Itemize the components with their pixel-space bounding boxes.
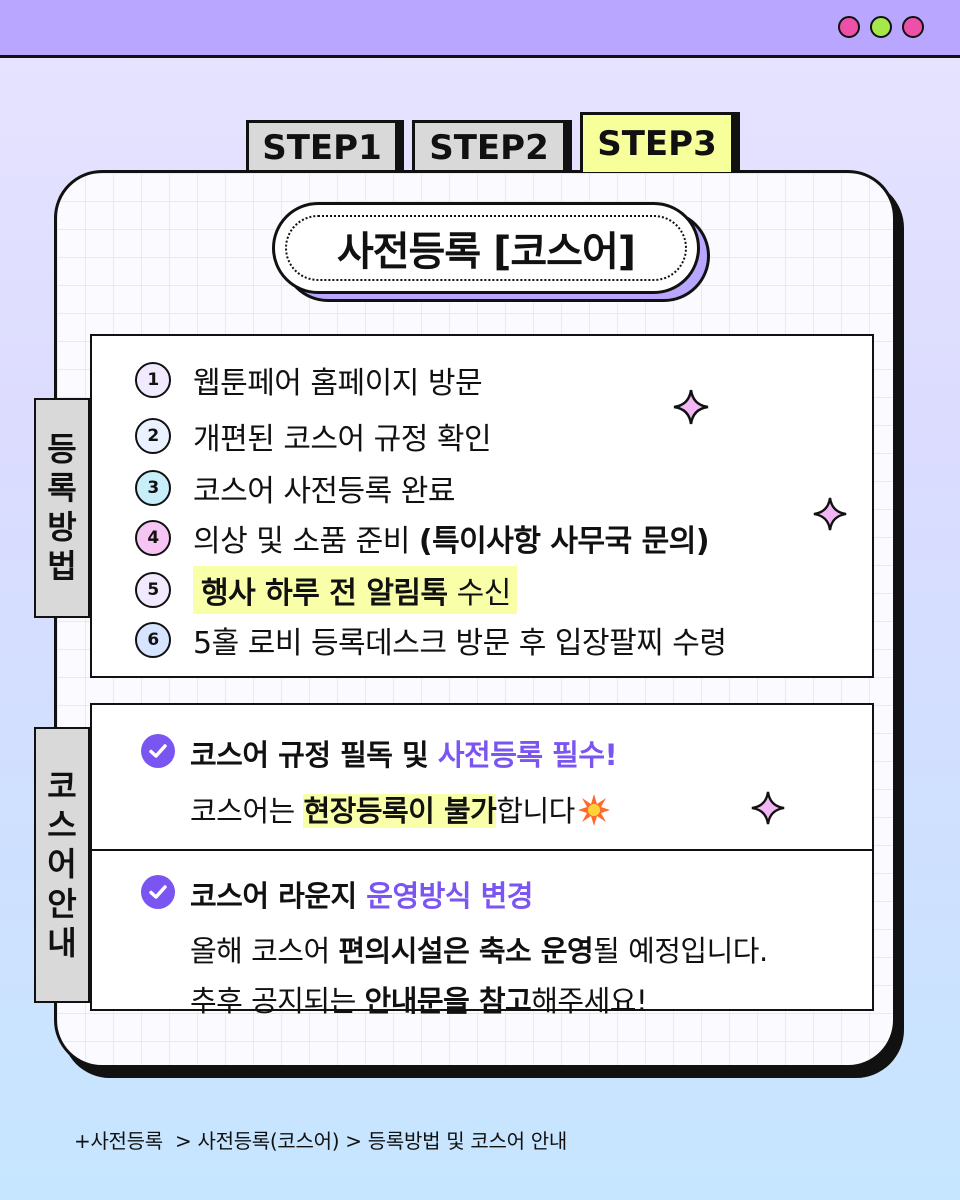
notice2-line2: 추후 공지되는 안내문을 참고해주세요! bbox=[190, 978, 648, 1020]
tab-step2[interactable]: STEP2 bbox=[412, 120, 566, 172]
title-pill: 사전등록 [코스어] bbox=[272, 202, 700, 294]
side-label-char: 록 bbox=[47, 468, 77, 507]
cosplayer-info-box bbox=[90, 703, 874, 1011]
heading-accent: 사전등록 필수! bbox=[437, 738, 618, 772]
divider bbox=[92, 849, 872, 851]
step-text: 웹툰페어 홈페이지 방문 bbox=[193, 366, 483, 401]
body-bold: 안내문을 참고 bbox=[364, 984, 532, 1018]
step-number: 1 bbox=[135, 362, 171, 398]
window-dot-icon[interactable] bbox=[902, 16, 924, 38]
body-text: 추후 공지되는 bbox=[190, 984, 365, 1018]
window-dot-icon[interactable] bbox=[870, 16, 892, 38]
step-text: 개편된 코스어 규정 확인 bbox=[193, 422, 492, 457]
step-text: 5홀 로비 등록데스크 방문 후 입장팔찌 수령 bbox=[193, 626, 727, 661]
body-text: 올해 코스어 bbox=[190, 934, 339, 968]
body-text: 코스어는 bbox=[190, 794, 304, 828]
step-text: 의상 및 소품 준비 bbox=[193, 524, 419, 559]
sparkle-icon bbox=[813, 497, 847, 531]
notice1-heading: 코스어 규정 필독 및 사전등록 필수! bbox=[190, 732, 618, 774]
breadcrumb: +사전등록 > 사전등록(코스어) > 등록방법 및 코스어 안내 bbox=[74, 1129, 567, 1153]
body-text: 해주세요! bbox=[531, 984, 648, 1018]
side-label-char: 어 bbox=[47, 845, 77, 884]
step-text: 코스어 사전등록 완료 bbox=[193, 474, 455, 509]
heading-text: 코스어 라운지 bbox=[190, 879, 367, 913]
body-bold: 편의시설은 축소 운영 bbox=[338, 934, 594, 968]
explosion-icon bbox=[577, 793, 611, 834]
step-number: 2 bbox=[135, 418, 171, 454]
notice2-heading: 코스어 라운지 운영방식 변경 bbox=[190, 873, 533, 915]
side-label-char: 내 bbox=[47, 923, 77, 962]
step-item: 3 코스어 사전등록 완료 bbox=[135, 466, 455, 510]
body-highlight: 현장등록이 불가 bbox=[303, 794, 497, 828]
heading-text: 코스어 규정 필독 및 bbox=[190, 738, 438, 772]
registration-steps-box bbox=[90, 334, 874, 678]
sparkle-icon bbox=[751, 791, 785, 825]
side-label-cosplayer: 코 스 어 안 내 bbox=[34, 727, 90, 1003]
step-number: 6 bbox=[135, 622, 171, 658]
side-label-char: 법 bbox=[47, 547, 77, 586]
check-circle-icon bbox=[141, 875, 175, 909]
step-number: 4 bbox=[135, 520, 171, 556]
step-item: 4 의상 및 소품 준비 (특이사항 사무국 문의) bbox=[135, 516, 710, 560]
side-label-char: 등 bbox=[47, 429, 77, 468]
page-title: 사전등록 [코스어] bbox=[285, 215, 687, 281]
body-text: 합니다 bbox=[496, 794, 575, 828]
body-text: 될 예정입니다. bbox=[593, 934, 768, 968]
notice2-line1: 올해 코스어 편의시설은 축소 운영될 예정입니다. bbox=[190, 928, 768, 970]
side-label-char: 스 bbox=[47, 806, 77, 845]
heading-accent: 운영방식 변경 bbox=[366, 879, 533, 913]
step-item: 6 5홀 로비 등록데스크 방문 후 입장팔찌 수령 bbox=[135, 618, 727, 662]
step-item: 5 행사 하루 전 알림톡 수신 bbox=[135, 566, 517, 614]
step-number: 3 bbox=[135, 470, 171, 506]
tab-step1[interactable]: STEP1 bbox=[246, 120, 398, 172]
step-text: 수신 bbox=[447, 576, 512, 611]
step-item: 1 웹툰페어 홈페이지 방문 bbox=[135, 358, 483, 402]
tab-step3[interactable]: STEP3 bbox=[580, 112, 734, 172]
side-label-char: 코 bbox=[47, 767, 77, 806]
step-text-highlight: 행사 하루 전 알림톡 bbox=[201, 576, 448, 611]
side-label-char: 안 bbox=[47, 884, 77, 923]
check-circle-icon bbox=[141, 734, 175, 768]
step-highlight-wrap: 행사 하루 전 알림톡 수신 bbox=[193, 566, 517, 614]
sparkle-icon bbox=[673, 389, 709, 425]
window-titlebar bbox=[0, 0, 960, 58]
step-text-bold: (특이사항 사무국 문의) bbox=[418, 524, 710, 559]
step-item: 2 개편된 코스어 규정 확인 bbox=[135, 414, 492, 458]
side-label-char: 방 bbox=[47, 508, 77, 546]
window-dot-icon[interactable] bbox=[838, 16, 860, 38]
step-number: 5 bbox=[135, 572, 171, 608]
side-label-registration: 등 록 방 법 bbox=[34, 398, 90, 618]
notice1-body: 코스어는 현장등록이 불가합니다 bbox=[190, 788, 611, 834]
